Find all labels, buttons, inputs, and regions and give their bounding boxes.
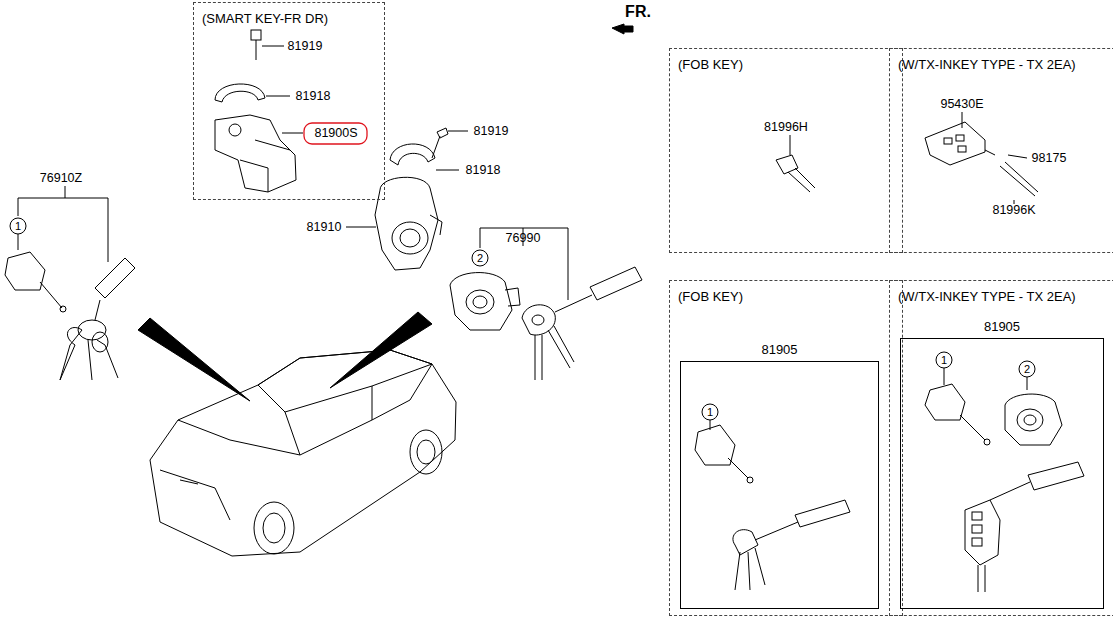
part-number: 81910	[307, 221, 342, 234]
group-heading: (FOB KEY)	[670, 281, 902, 304]
callout-number: 1	[941, 355, 947, 366]
part-number: 81905	[761, 342, 797, 357]
assembly-box: 81905	[680, 361, 879, 609]
dashed-group-box: (SMART KEY-FR DR)	[193, 2, 385, 200]
part-number: 81919	[288, 40, 323, 53]
lock-set-fob	[695, 404, 850, 590]
smart-key-parts	[215, 30, 367, 192]
variant-panel: (W/TX-INKEY TYPE - TX 2EA)	[889, 48, 1113, 253]
part-number: 81996K	[992, 204, 1035, 217]
direction-label: FR.	[625, 4, 651, 20]
part-number: 81900S	[314, 127, 357, 140]
front-arrow	[612, 24, 633, 34]
part-number: 76910Z	[40, 172, 82, 185]
lock-set-inkey	[925, 352, 1084, 592]
part-number: 81918	[466, 164, 501, 177]
group-heading: (W/TX-INKEY TYPE - TX 2EA)	[890, 281, 1113, 304]
part-number: 95430E	[940, 98, 983, 111]
callout-number: 2	[1024, 364, 1030, 375]
part-number: 81996H	[764, 121, 808, 134]
variant-panel: (FOB KEY) 81905	[669, 280, 903, 616]
key-parts	[776, 112, 1038, 204]
callout-number: 1	[707, 407, 713, 418]
callout-number: 1	[15, 221, 21, 232]
vehicle	[138, 312, 456, 556]
door-lock-set	[5, 186, 135, 380]
part-number: 81918	[296, 90, 331, 103]
group-heading: (FOB KEY)	[670, 49, 902, 72]
variant-panel: (W/TX-INKEY TYPE - TX 2EA) 81905	[889, 280, 1113, 616]
lock-assembly	[346, 128, 468, 270]
callout-number: 2	[477, 253, 483, 264]
part-number: 98175	[1032, 152, 1067, 165]
group-heading: (W/TX-INKEY TYPE - TX 2EA)	[890, 49, 1113, 72]
ignition-key-set	[450, 228, 642, 380]
group-heading: (SMART KEY-FR DR)	[194, 3, 384, 26]
variant-panel: (FOB KEY)	[669, 48, 903, 253]
part-number: 81919	[474, 125, 509, 138]
assembly-box: 81905	[900, 338, 1104, 609]
part-number: 76990	[506, 232, 541, 245]
part-number: 81905	[984, 319, 1020, 334]
